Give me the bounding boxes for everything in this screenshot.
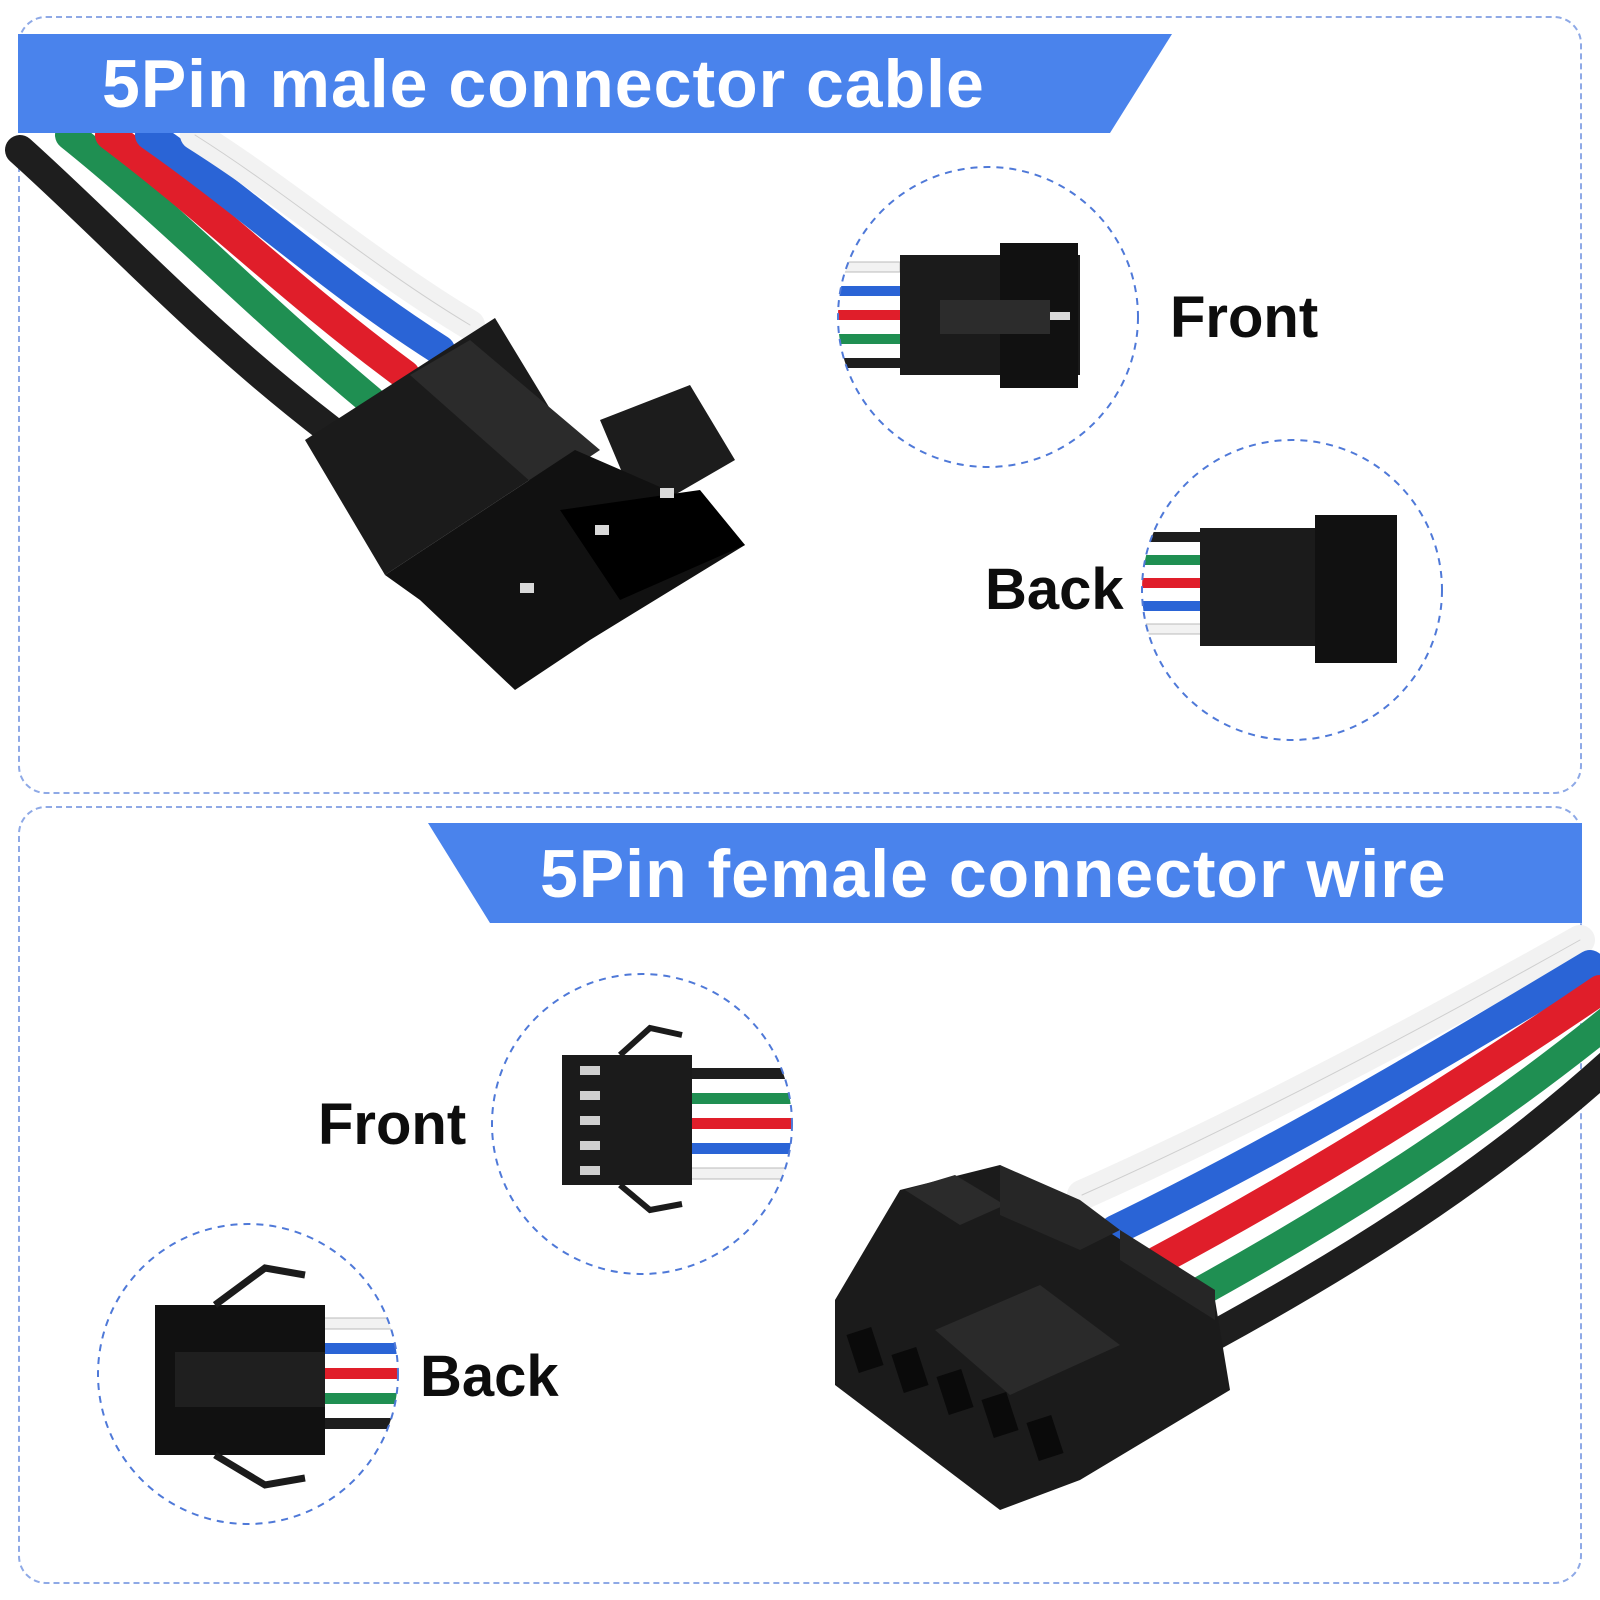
male-connector-panel [18,16,1582,794]
male-cable-wires [5,120,485,445]
female-back-label: Back [420,1344,559,1409]
female-connector-panel [18,806,1582,1584]
female-back-detail [97,1223,399,1525]
male-title-banner [18,34,1172,133]
female-title-banner [428,823,1582,923]
male-front-detail [837,166,1139,468]
female-cable-wires [1067,925,1600,1350]
male-title: 5Pin male connector cable [102,46,985,122]
female-connector-body [835,1165,1230,1510]
male-back-label: Back [985,557,1124,622]
female-front-detail [491,973,793,1275]
male-back-detail [1141,439,1443,741]
female-front-label: Front [318,1092,467,1157]
male-connector-body [305,318,745,690]
female-title: 5Pin female connector wire [540,836,1447,912]
male-front-label: Front [1170,285,1319,350]
